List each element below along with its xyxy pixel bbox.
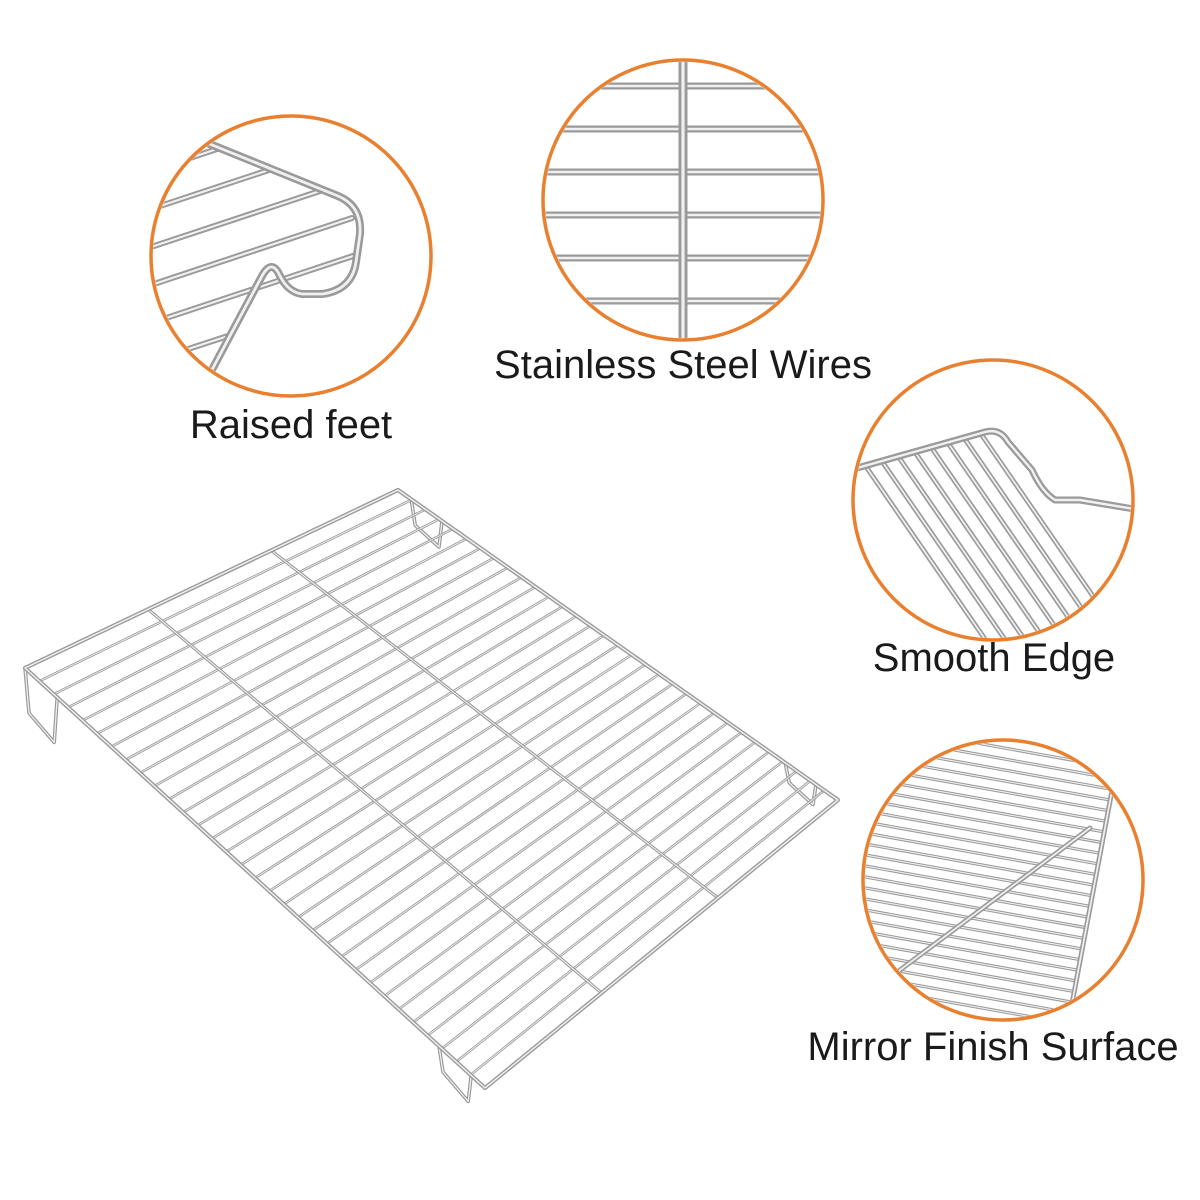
zoom-wire	[865, 841, 1096, 887]
rack-wire	[224, 624, 592, 854]
zoom-wire	[865, 775, 1108, 823]
zoom-raised-feet	[149, 114, 433, 398]
rack-support-bar	[269, 548, 720, 900]
rack-wire	[153, 575, 524, 788]
zoom-wire	[865, 742, 1116, 781]
rack-wire	[440, 769, 799, 1050]
zoom-circle-border	[541, 58, 825, 342]
zoom-wire	[978, 430, 1131, 638]
zoom-wire	[153, 215, 355, 295]
rack-wire	[411, 750, 771, 1024]
rack-wire	[426, 759, 785, 1037]
rack-wire	[52, 508, 427, 696]
rack-wire	[339, 701, 702, 959]
zoom-wire	[912, 449, 1065, 638]
zoom-wire	[865, 929, 1081, 972]
rack-frame	[22, 487, 841, 1091]
zoom-smooth-edge	[851, 358, 1135, 642]
zoom-raised-feet-detail	[153, 134, 365, 394]
rack-wire	[325, 692, 689, 945]
rack-wire	[138, 566, 510, 775]
rack-wire	[196, 604, 565, 827]
zoom-wire	[945, 439, 1098, 638]
zoom-wire	[865, 797, 1104, 845]
zoom-wire	[865, 918, 1083, 962]
zoom-wire	[928, 444, 1082, 638]
zoom-frame-edge	[1065, 745, 1123, 1018]
rack-wire	[239, 634, 606, 867]
zoom-wire	[865, 742, 1114, 792]
zoom-circle-border	[851, 358, 1135, 642]
rack-wire	[268, 653, 634, 893]
zoom-wire	[865, 808, 1102, 855]
zoom-wire	[153, 166, 275, 219]
zoom-frame-edge	[855, 427, 1131, 514]
label-raised-feet: Raised feet	[189, 403, 393, 447]
zoom-wire	[865, 863, 1092, 909]
zoom-circle-border	[861, 738, 1145, 1022]
zoom-wire	[865, 973, 1073, 1015]
label-stainless-steel-wires: Stainless Steel Wires	[494, 343, 872, 387]
zoom-wire	[153, 187, 326, 257]
zoom-stainless-steel-wires-detail	[545, 62, 821, 338]
rack-wire	[311, 682, 675, 932]
label-mirror-finish-surface: Mirror Finish Surface	[807, 1025, 1179, 1069]
rack-wire	[354, 711, 716, 972]
rack-wire	[38, 498, 414, 683]
rack-wire	[253, 643, 620, 880]
rack-wire	[167, 585, 537, 801]
zoom-wire	[865, 907, 1085, 951]
zoom-wire	[895, 453, 1049, 638]
zoom-wire	[865, 742, 1120, 760]
zoom-wire	[865, 819, 1100, 866]
rack-foot	[409, 497, 444, 549]
rack-foot	[23, 666, 59, 745]
zoom-frame-foot	[191, 134, 365, 394]
rack-wire	[66, 517, 441, 709]
zoom-wire	[865, 786, 1106, 834]
rack-wire	[454, 779, 812, 1064]
zoom-wire	[879, 458, 1032, 638]
cooling-rack-photo	[22, 487, 841, 1104]
zoom-mirror-finish-surface-detail	[865, 742, 1123, 1018]
zoom-stainless-steel-wires	[541, 58, 825, 342]
rack-wire	[109, 546, 482, 749]
rack-wire	[181, 595, 551, 814]
zoom-wire	[865, 852, 1094, 898]
rack-wire	[296, 672, 661, 919]
rack-wire	[282, 663, 647, 906]
zoom-wire	[153, 252, 359, 333]
zoom-circle-border	[149, 114, 433, 398]
zoom-wire	[865, 984, 1071, 1018]
rack-wire	[383, 730, 744, 998]
zoom-mirror-finish-surface	[861, 738, 1145, 1022]
rack-foot	[437, 1044, 473, 1104]
rack-support-bar	[146, 607, 604, 995]
zoom-wire	[865, 962, 1075, 1004]
zoom-wire	[865, 951, 1077, 994]
rack-foot	[783, 761, 818, 807]
rack-wire	[81, 527, 455, 722]
zoom-wire	[865, 940, 1079, 983]
zoom-wire	[862, 462, 1016, 638]
rack-wire	[95, 537, 469, 735]
zoom-wire	[153, 145, 223, 181]
label-smooth-edge: Smooth Edge	[872, 636, 1116, 680]
rack-wire	[397, 740, 757, 1011]
zoom-wire	[865, 874, 1091, 919]
rack-wire	[210, 614, 579, 840]
zoom-wire	[865, 830, 1098, 877]
rack-wire	[368, 721, 730, 985]
zoom-wire	[961, 435, 1115, 638]
rack-wire	[124, 556, 496, 762]
zoom-wire	[865, 885, 1089, 930]
zoom-support-bar	[877, 825, 1093, 988]
rack-wire	[469, 789, 826, 1077]
